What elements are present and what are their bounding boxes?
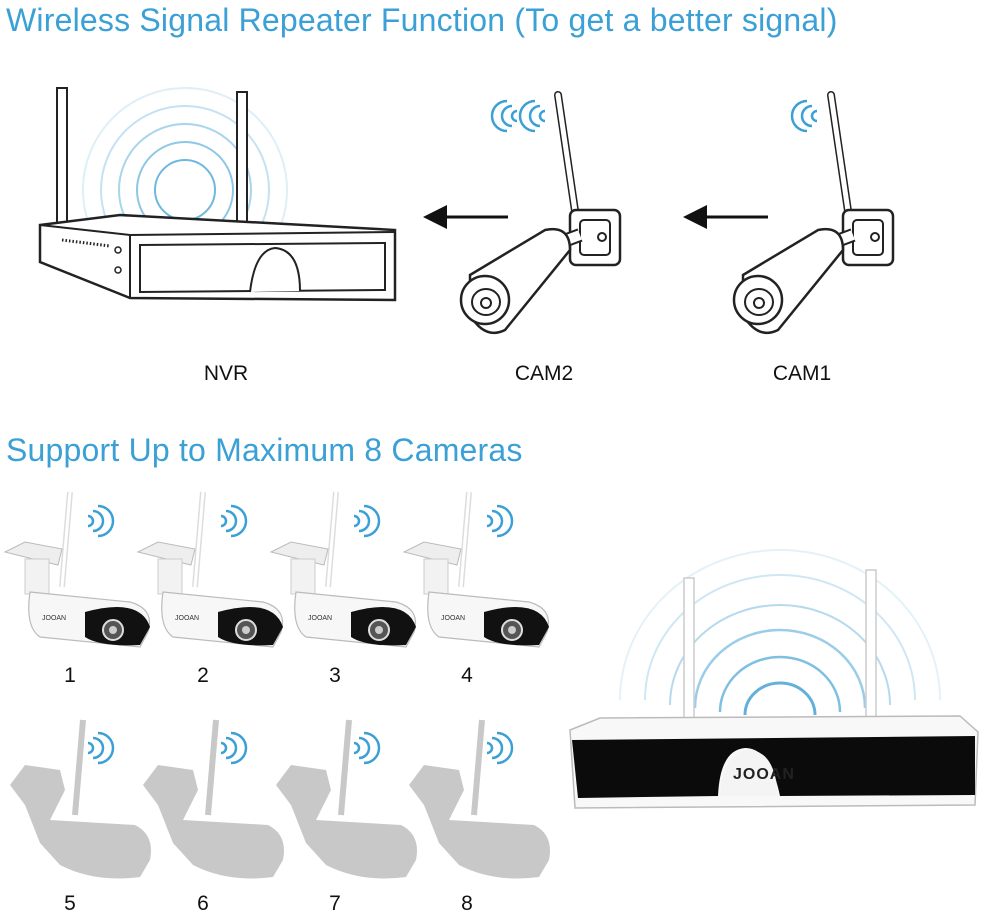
camera-3 xyxy=(271,492,416,647)
camera-number: 8 xyxy=(461,892,473,915)
arrow-left-icon xyxy=(423,205,508,229)
nvr-label: NVR xyxy=(203,362,249,385)
camera-number: 6 xyxy=(197,892,209,915)
cam2-label: CAM2 xyxy=(514,362,574,385)
camera-number: 4 xyxy=(461,664,473,687)
camera-8-placeholder xyxy=(409,720,550,879)
cam1-illustration xyxy=(734,95,893,333)
camera-number: 1 xyxy=(64,664,76,687)
camera-1 xyxy=(5,492,150,647)
camera-number: 2 xyxy=(197,664,209,687)
cam2-illustration xyxy=(461,95,620,333)
support-heading: Support Up to Maximum 8 Cameras xyxy=(6,432,523,468)
repeater-heading: Wireless Signal Repeater Function (To ge… xyxy=(6,2,838,38)
camera-number: 5 xyxy=(64,892,76,915)
camera-number: 7 xyxy=(329,892,341,915)
nvr-illustration xyxy=(38,87,397,302)
brand-logo: JOOAN xyxy=(733,766,795,783)
cam1-label: CAM1 xyxy=(772,362,832,385)
nvr-device xyxy=(569,549,979,809)
camera-5-placeholder xyxy=(10,720,151,879)
camera-number: 3 xyxy=(329,664,341,687)
camera-7-placeholder xyxy=(276,720,417,879)
camera-2 xyxy=(138,492,283,647)
arrow-left-icon xyxy=(683,205,768,229)
camera-4 xyxy=(404,492,549,647)
camera-6-placeholder xyxy=(143,720,284,879)
